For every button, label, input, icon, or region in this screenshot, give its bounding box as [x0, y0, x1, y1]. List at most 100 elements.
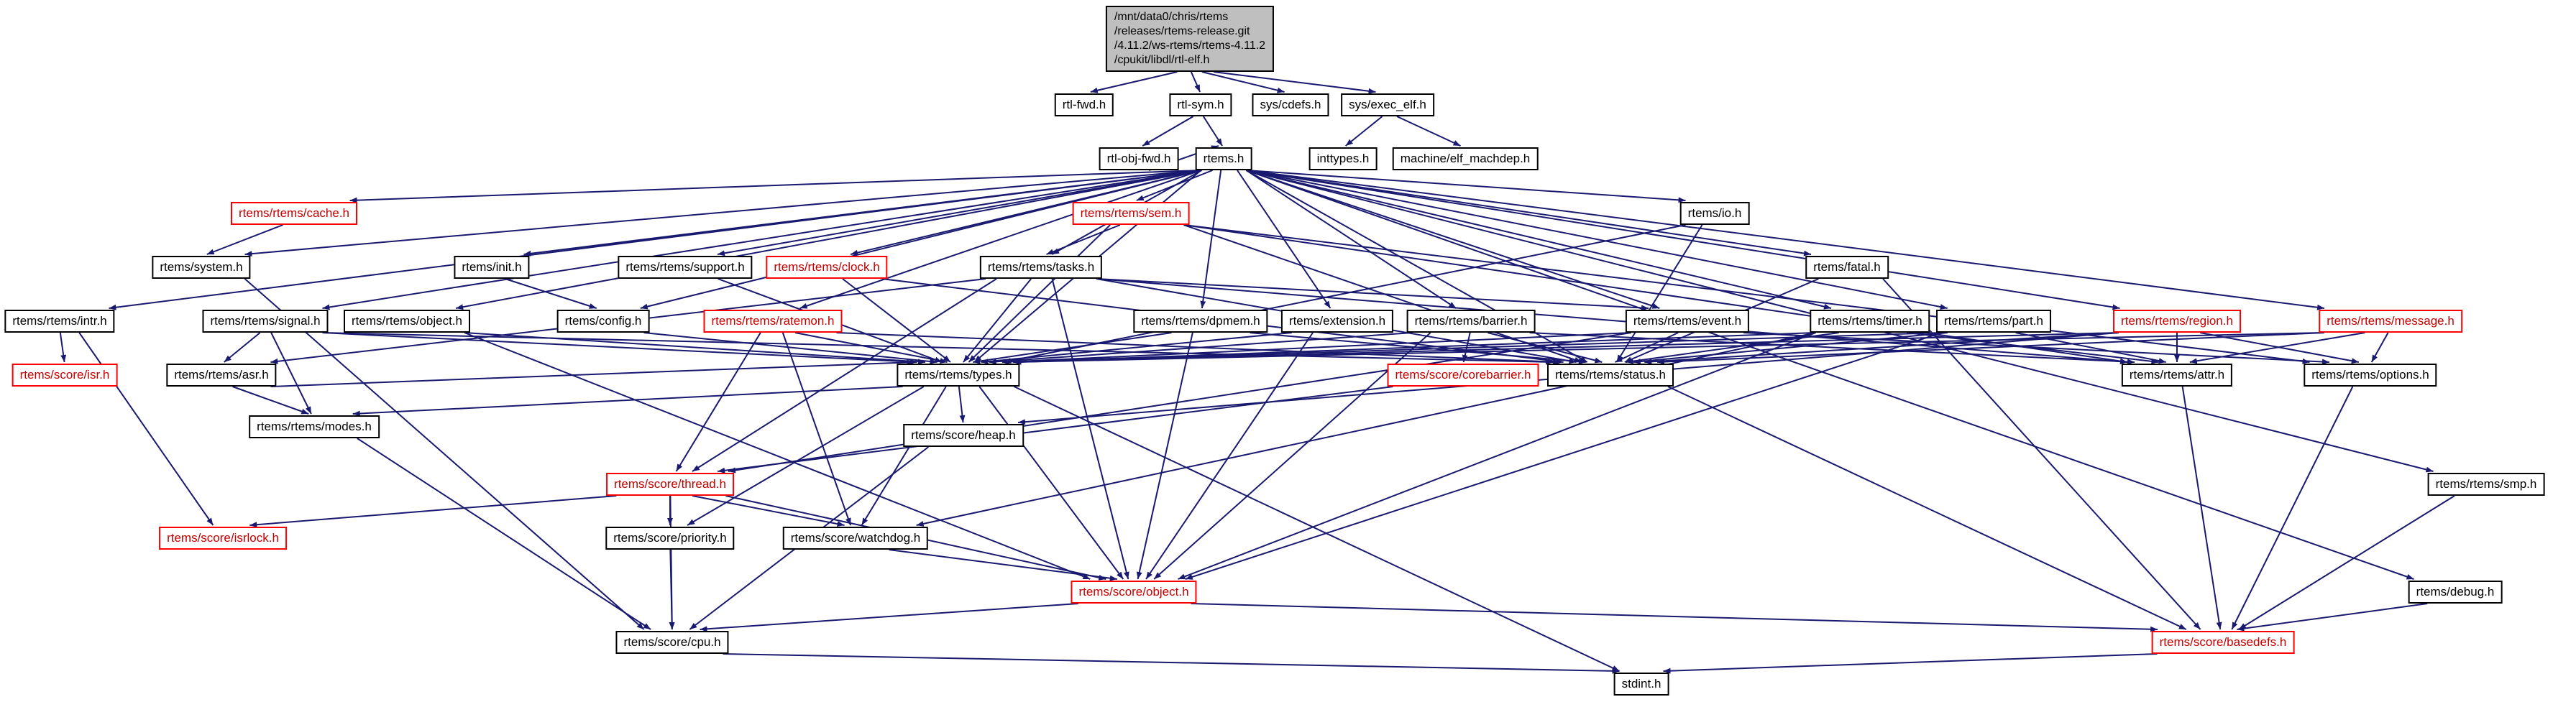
include-edge-intr-to-isr: [59, 332, 67, 363]
graph-node-asr[interactable]: rtems/rtems/asr.h: [166, 364, 277, 387]
graph-node-rtl_sym[interactable]: rtl-sym.h: [1169, 93, 1232, 116]
graph-node-status[interactable]: rtems/rtems/status.h: [1547, 364, 1674, 387]
node-label-line: rtems/score/basedefs.h: [2159, 635, 2287, 649]
graph-node-cpu[interactable]: rtems/score/cpu.h: [615, 631, 729, 654]
graph-node-ratemon[interactable]: rtems/rtems/ratemon.h: [703, 310, 843, 333]
include-edge-root-to-cdefs: [1201, 71, 1285, 93]
graph-node-message[interactable]: rtems/rtems/message.h: [2319, 310, 2462, 333]
graph-node-heap[interactable]: rtems/score/heap.h: [903, 424, 1024, 447]
graph-node-isrlock[interactable]: rtems/score/isrlock.h: [159, 527, 287, 550]
graph-node-stdint[interactable]: stdint.h: [1613, 673, 1669, 696]
graph-node-priority[interactable]: rtems/score/priority.h: [605, 527, 735, 550]
include-edge-types-to-modes: [352, 386, 903, 417]
graph-node-basedefs[interactable]: rtems/score/basedefs.h: [2151, 631, 2295, 654]
graph-node-types[interactable]: rtems/rtems/types.h: [897, 364, 1020, 387]
graph-node-intr[interactable]: rtems/rtems/intr.h: [4, 310, 115, 333]
node-label-line: rtl-sym.h: [1177, 98, 1224, 111]
graph-node-debug[interactable]: rtems/debug.h: [2408, 581, 2503, 604]
graph-node-exec_elf[interactable]: sys/exec_elf.h: [1341, 93, 1434, 116]
node-label-line: rtems/config.h: [564, 314, 642, 328]
graph-node-cdefs[interactable]: sys/cdefs.h: [1252, 93, 1329, 116]
graph-node-clock[interactable]: rtems/rtems/clock.h: [766, 256, 888, 279]
include-edge-part-to-types: [1014, 332, 1943, 365]
graph-node-cache[interactable]: rtems/rtems/cache.h: [231, 202, 357, 225]
include-edge-ratemon-to-watchdog: [781, 332, 852, 526]
node-label-line: rtems/score/isr.h: [19, 368, 110, 382]
include-edge-types-to-objects: [978, 386, 1124, 580]
include-edge-exec_elf-to-inttypes: [1345, 116, 1383, 147]
graph-node-inttypes[interactable]: inttypes.h: [1308, 147, 1378, 170]
graph-node-rtems[interactable]: rtems.h: [1195, 147, 1252, 170]
graph-node-attr[interactable]: rtems/rtems/attr.h: [2121, 364, 2233, 387]
node-label-line: rtems/rtems/intr.h: [12, 314, 107, 328]
graph-node-fatal[interactable]: rtems/fatal.h: [1805, 256, 1889, 279]
graph-node-elf_machdep[interactable]: machine/elf_machdep.h: [1392, 147, 1539, 170]
graph-node-options[interactable]: rtems/rtems/options.h: [2304, 364, 2437, 387]
graph-node-corebarrier[interactable]: rtems/score/corebarrier.h: [1387, 364, 1539, 387]
node-label-line: rtems/score/thread.h: [614, 477, 726, 491]
node-label-line: rtems/score/priority.h: [613, 531, 727, 545]
graph-node-init[interactable]: rtems/init.h: [454, 256, 530, 279]
include-edge-modes-to-cpu: [357, 438, 651, 630]
include-edge-root-to-exec_elf: [1213, 71, 1376, 94]
include-edge-region-to-status: [1644, 332, 2119, 365]
include-edge-corebarrier-to-thread: [718, 386, 1393, 474]
graph-node-isr[interactable]: rtems/score/isr.h: [12, 364, 118, 387]
include-edge-options-to-basedefs: [2231, 386, 2354, 630]
node-label-line: rtems/rtems/options.h: [2311, 368, 2429, 382]
graph-node-part[interactable]: rtems/rtems/part.h: [1936, 310, 2051, 333]
graph-node-io[interactable]: rtems/io.h: [1679, 202, 1750, 225]
include-edge-rtems-to-support: [717, 170, 1201, 257]
node-label-line: rtems.h: [1203, 152, 1245, 165]
graph-node-thread[interactable]: rtems/score/thread.h: [606, 473, 734, 496]
node-label-line: rtems/rtems/attr.h: [2129, 368, 2225, 382]
graph-node-timer[interactable]: rtems/rtems/timer.h: [1810, 310, 1930, 333]
node-label-line: stdint.h: [1621, 677, 1661, 691]
include-edge-debug-to-basedefs: [2237, 603, 2428, 632]
include-edge-rtems-to-event: [1246, 170, 1660, 309]
graph-node-objectc[interactable]: rtems/rtems/object.h: [344, 310, 470, 333]
include-edge-sem-to-attr: [1183, 224, 2128, 364]
include-edge-objects-to-cpu: [700, 603, 1079, 632]
graph-node-watchdog[interactable]: rtems/score/watchdog.h: [782, 527, 929, 550]
graph-node-objects[interactable]: rtems/score/object.h: [1071, 581, 1197, 604]
node-label-line: rtems/rtems/event.h: [1633, 314, 1742, 328]
include-edge-message-to-status: [1657, 332, 2325, 365]
graph-node-region[interactable]: rtems/rtems/region.h: [2113, 310, 2241, 333]
graph-node-barrier[interactable]: rtems/rtems/barrier.h: [1406, 310, 1536, 333]
node-label-line: rtems/score/corebarrier.h: [1395, 368, 1531, 382]
include-edge-ratemon-to-thread: [675, 332, 761, 472]
node-label-line: rtems/io.h: [1687, 206, 1742, 220]
graph-node-rtl_fwd[interactable]: rtl-fwd.h: [1054, 93, 1114, 116]
node-label-line: machine/elf_machdep.h: [1400, 152, 1531, 165]
graph-node-config[interactable]: rtems/config.h: [556, 310, 650, 333]
node-label-line: rtems/score/watchdog.h: [790, 531, 921, 545]
node-label-line: rtems/fatal.h: [1813, 260, 1881, 274]
include-edge-root-to-rtl_sym: [1190, 71, 1201, 93]
include-edge-asr-to-types: [270, 359, 915, 387]
graph-node-smp[interactable]: rtems/rtems/smp.h: [2427, 473, 2545, 496]
graph-node-event[interactable]: rtems/rtems/event.h: [1625, 310, 1750, 333]
include-edge-types-to-heap: [958, 386, 966, 423]
include-edge-types-to-watchdog: [861, 386, 947, 526]
node-label-line: rtems/rtems/ratemon.h: [711, 314, 835, 328]
node-label-line: rtems/score/heap.h: [911, 428, 1016, 442]
graph-node-extension[interactable]: rtems/extension.h: [1280, 310, 1394, 333]
graph-node-sem[interactable]: rtems/rtems/sem.h: [1072, 202, 1190, 225]
graph-node-rtl_obj_fwd[interactable]: rtl-obj-fwd.h: [1099, 147, 1179, 170]
node-label-line: rtems/rtems/dpmem.h: [1141, 314, 1260, 328]
graph-node-system[interactable]: rtems/system.h: [152, 256, 251, 279]
graph-node-signal[interactable]: rtems/rtems/signal.h: [202, 310, 329, 333]
include-edge-part-to-objects: [1185, 332, 1943, 580]
include-edge-rtems-to-region: [1246, 170, 2120, 310]
graph-node-dpmem[interactable]: rtems/rtems/dpmem.h: [1133, 310, 1268, 333]
include-edge-rtems-to-system: [244, 170, 1201, 257]
node-label-line: rtems/rtems/asr.h: [174, 368, 269, 382]
include-edge-config-to-types: [643, 332, 938, 364]
include-edge-event-to-thread: [728, 332, 1632, 474]
include-edge-rtems-to-part: [1246, 170, 1948, 310]
include-edge-priority-to-cpu: [669, 549, 675, 630]
graph-node-support[interactable]: rtems/rtems/support.h: [618, 256, 753, 279]
graph-node-tasks[interactable]: rtems/rtems/tasks.h: [979, 256, 1103, 279]
graph-node-modes[interactable]: rtems/rtems/modes.h: [249, 415, 380, 438]
